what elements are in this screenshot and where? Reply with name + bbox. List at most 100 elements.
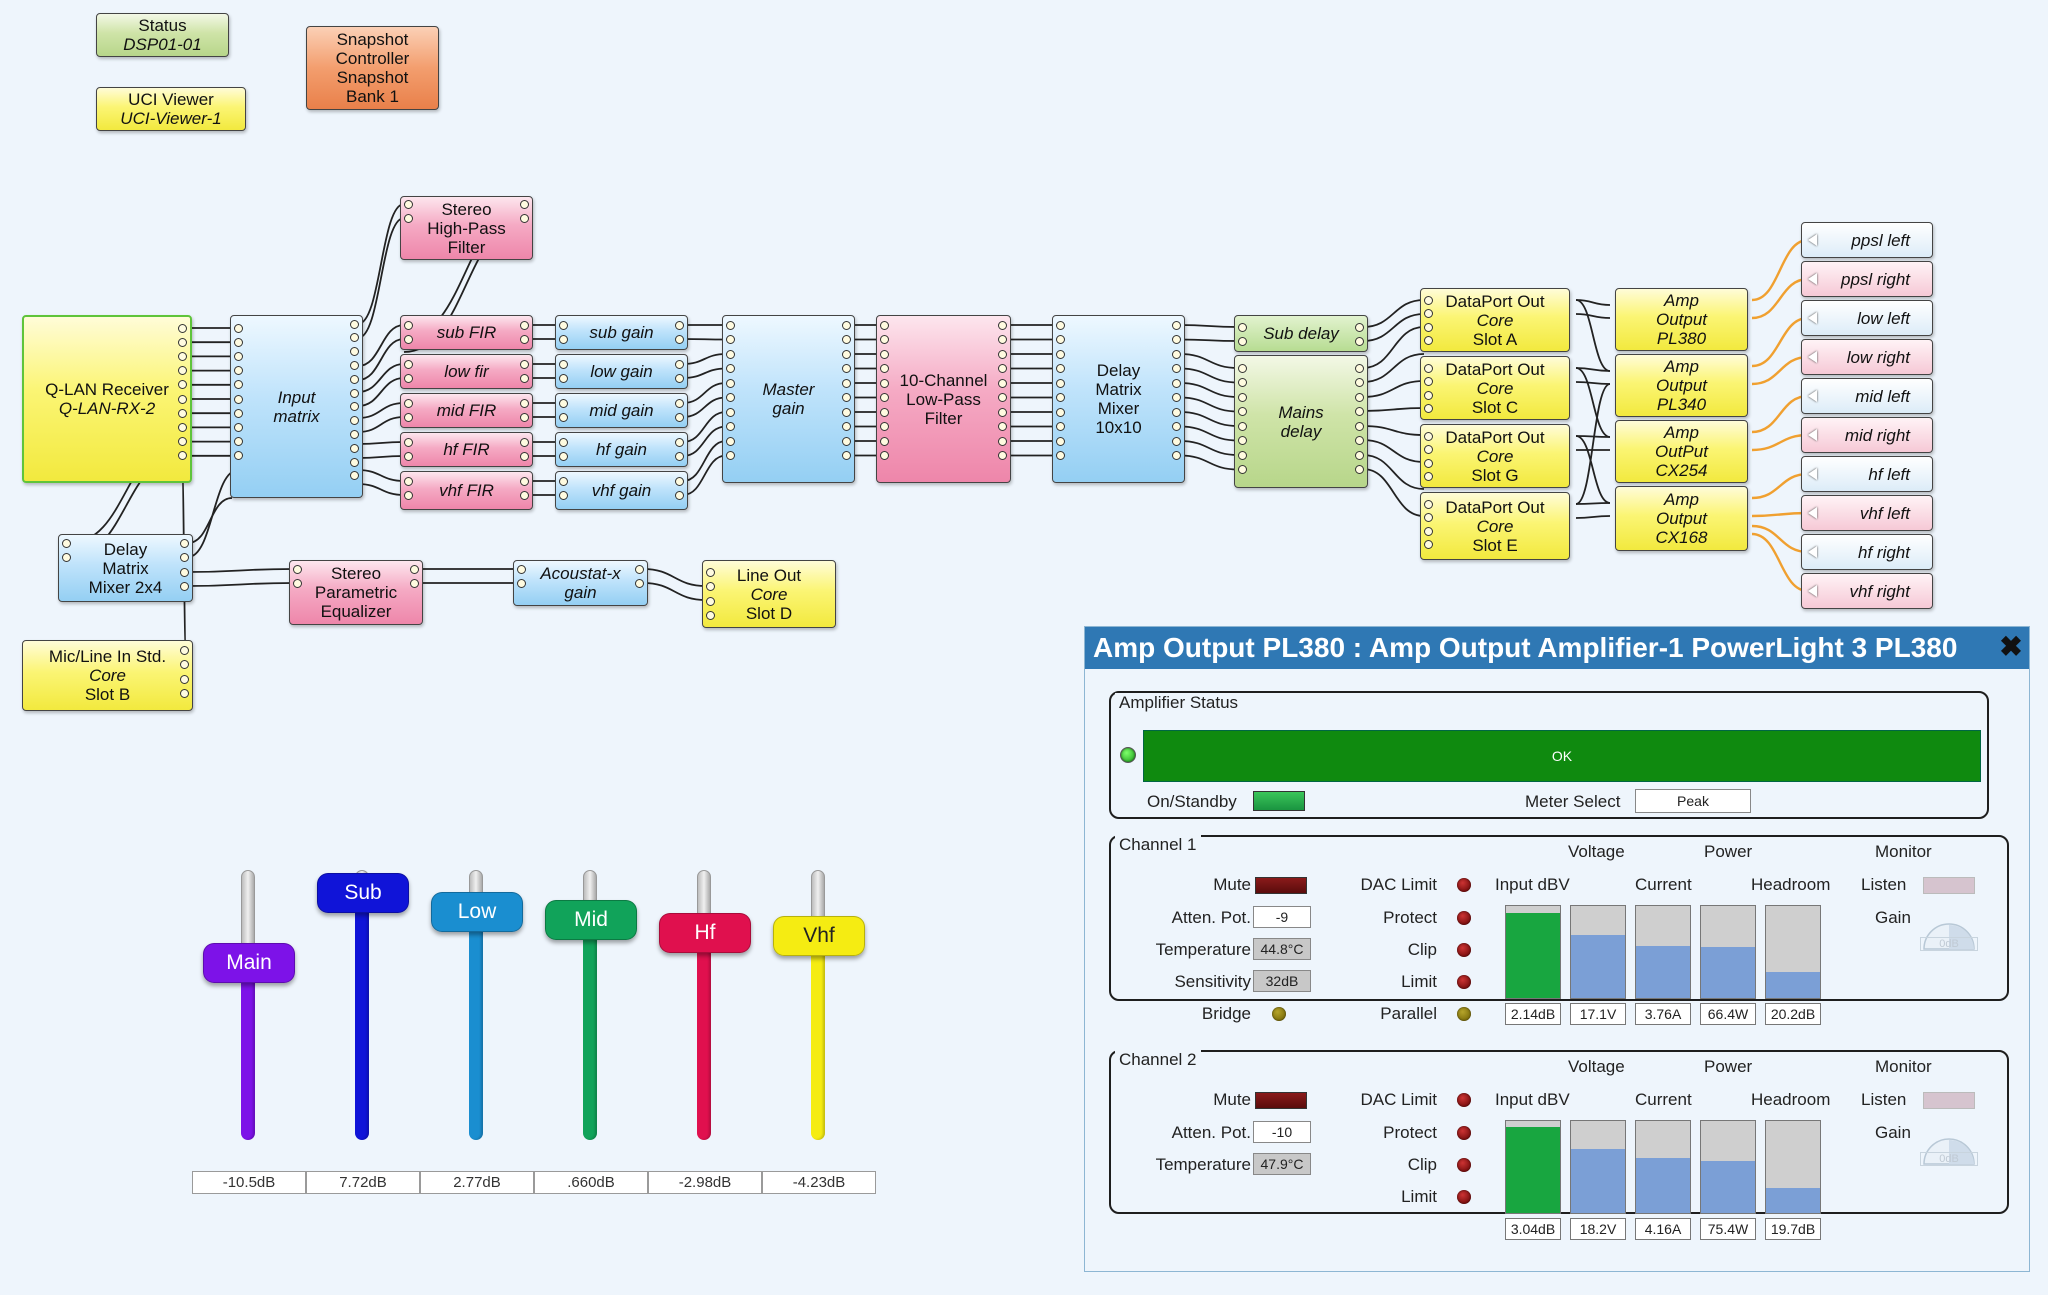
output-low-left[interactable]: low left — [1801, 300, 1933, 336]
port-pin[interactable] — [403, 213, 413, 223]
port-pin[interactable] — [1423, 322, 1433, 332]
port-pin[interactable] — [997, 407, 1007, 417]
ch2-atten-input[interactable]: -10 — [1253, 1121, 1311, 1143]
port-pin[interactable] — [879, 320, 889, 330]
port-pin[interactable] — [519, 490, 529, 500]
port-pin[interactable] — [997, 364, 1007, 373]
port-pin[interactable] — [1055, 378, 1065, 388]
port-pin[interactable] — [725, 436, 735, 446]
output-mid-left[interactable]: mid left — [1801, 378, 1933, 414]
port-pin[interactable] — [558, 490, 568, 500]
port-pin[interactable] — [997, 422, 1007, 431]
port-pin[interactable] — [879, 393, 889, 402]
port-pin[interactable] — [674, 334, 684, 344]
port-pin[interactable] — [233, 337, 243, 347]
port-pin[interactable] — [403, 199, 413, 209]
port-pin[interactable] — [179, 553, 189, 562]
port-pin[interactable] — [1237, 378, 1247, 387]
port-pin[interactable] — [997, 436, 1007, 446]
port-pin[interactable] — [674, 490, 684, 500]
port-pin[interactable] — [1423, 458, 1433, 468]
amp-output-cx254-block[interactable]: Amp OutPut CX254 — [1615, 420, 1748, 483]
port-pin[interactable] — [177, 408, 187, 418]
port-pin[interactable] — [1423, 295, 1433, 305]
port-pin[interactable] — [349, 443, 359, 453]
port-pin[interactable] — [879, 335, 889, 344]
port-pin[interactable] — [1354, 392, 1364, 402]
port-pin[interactable] — [349, 416, 359, 426]
port-pin[interactable] — [179, 567, 189, 577]
port-pin[interactable] — [519, 199, 529, 209]
port-pin[interactable] — [1055, 407, 1065, 417]
port-pin[interactable] — [177, 451, 187, 461]
port-pin[interactable] — [233, 437, 243, 447]
ch1-mute-button[interactable] — [1255, 877, 1307, 894]
port-pin[interactable] — [674, 412, 684, 422]
port-pin[interactable] — [403, 451, 413, 461]
port-pin[interactable] — [725, 378, 735, 388]
output-low-right[interactable]: low right — [1801, 339, 1933, 375]
stereo-hpf-block[interactable]: Stereo High-Pass Filter — [400, 196, 533, 260]
port-pin[interactable] — [233, 351, 243, 361]
port-pin[interactable] — [634, 564, 644, 574]
port-pin[interactable] — [292, 564, 302, 574]
delay-matrix-mixer-2x4-block[interactable]: Delay Matrix Mixer 2x4 — [58, 534, 193, 602]
port-pin[interactable] — [179, 660, 189, 669]
port-pin[interactable] — [1055, 422, 1065, 431]
port-pin[interactable] — [1423, 540, 1433, 549]
port-pin[interactable] — [674, 320, 684, 330]
port-pin[interactable] — [403, 412, 413, 422]
ch2-listen-button[interactable] — [1923, 1092, 1975, 1109]
port-pin[interactable] — [674, 398, 684, 408]
close-icon[interactable]: ✖ — [1999, 630, 2023, 662]
port-pin[interactable] — [997, 320, 1007, 330]
port-pin[interactable] — [841, 422, 851, 431]
port-pin[interactable] — [349, 388, 359, 398]
port-pin[interactable] — [1171, 378, 1181, 388]
port-pin[interactable] — [1171, 422, 1181, 431]
port-pin[interactable] — [1423, 404, 1433, 413]
port-pin[interactable] — [997, 349, 1007, 359]
on-standby-toggle[interactable] — [1253, 791, 1305, 811]
port-pin[interactable] — [516, 578, 526, 588]
port-pin[interactable] — [177, 337, 187, 347]
port-pin[interactable] — [179, 582, 189, 591]
hf-fir-block[interactable]: hf FIR — [400, 432, 533, 467]
acoustat-gain-block[interactable]: Acoustat-x gain — [513, 560, 648, 606]
mains-delay-block[interactable]: Mains delay — [1234, 355, 1368, 488]
port-pin[interactable] — [177, 437, 187, 447]
port-pin[interactable] — [1171, 349, 1181, 359]
ch1-gain-knob[interactable]: 0dB — [1920, 905, 1978, 955]
output-mid-right[interactable]: mid right — [1801, 417, 1933, 453]
port-pin[interactable] — [519, 320, 529, 330]
port-pin[interactable] — [725, 364, 735, 373]
port-pin[interactable] — [879, 422, 889, 431]
port-pin[interactable] — [841, 335, 851, 344]
port-pin[interactable] — [1171, 364, 1181, 373]
port-pin[interactable] — [1354, 407, 1364, 416]
port-pin[interactable] — [233, 422, 243, 432]
port-pin[interactable] — [409, 564, 419, 574]
port-pin[interactable] — [841, 364, 851, 373]
port-pin[interactable] — [1354, 465, 1364, 474]
amp-output-pl380-block[interactable]: Amp Output PL380 — [1615, 288, 1748, 351]
port-pin[interactable] — [233, 394, 243, 404]
port-pin[interactable] — [519, 451, 529, 461]
port-pin[interactable] — [349, 471, 359, 481]
port-pin[interactable] — [841, 436, 851, 446]
port-pin[interactable] — [519, 412, 529, 422]
port-pin[interactable] — [1354, 322, 1364, 332]
port-pin[interactable] — [1354, 421, 1364, 431]
vhf-fir-block[interactable]: vhf FIR — [400, 471, 533, 510]
port-pin[interactable] — [558, 476, 568, 486]
output-hf-right[interactable]: hf right — [1801, 534, 1933, 570]
port-pin[interactable] — [177, 422, 187, 432]
port-pin[interactable] — [558, 334, 568, 344]
port-pin[interactable] — [841, 349, 851, 359]
